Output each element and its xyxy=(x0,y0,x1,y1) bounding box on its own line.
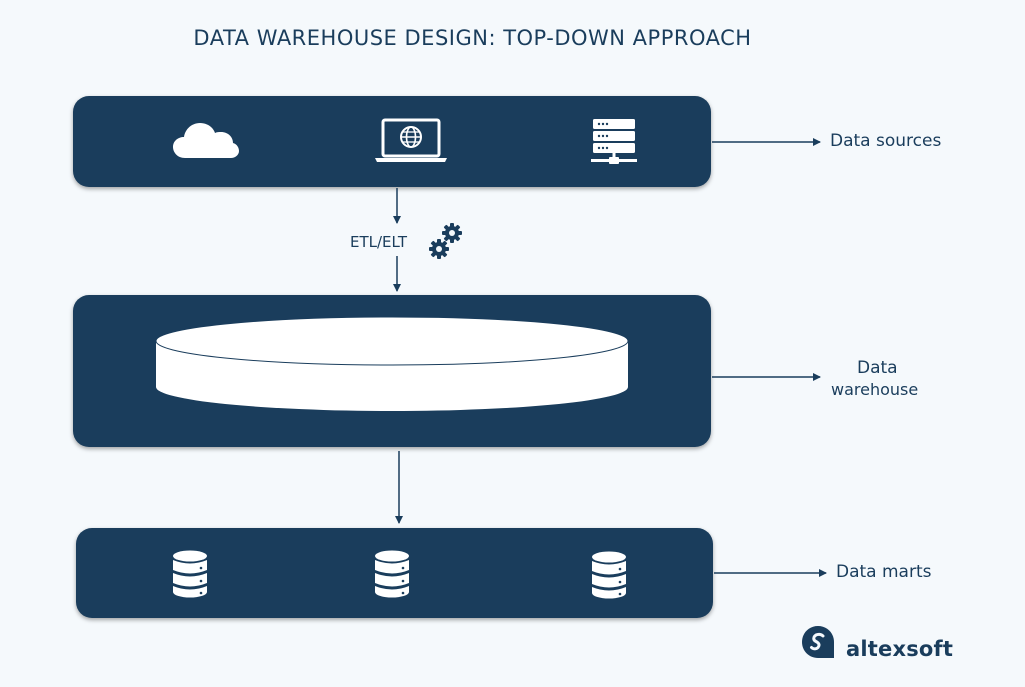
gears-icon xyxy=(429,223,462,259)
cloud-icon xyxy=(173,123,239,158)
altexsoft-logo-icon xyxy=(802,626,834,658)
database-icon xyxy=(173,550,207,598)
brand-name: altexsoft xyxy=(846,637,954,661)
page-title: DATA WAREHOUSE DESIGN: TOP-DOWN APPROACH xyxy=(193,26,752,50)
data-marts-panel xyxy=(76,528,713,618)
data-sources-label: Data sources xyxy=(830,131,942,151)
laptop-globe-icon xyxy=(375,118,447,162)
data-warehouse-panel xyxy=(73,295,711,447)
database-icon xyxy=(592,551,626,599)
data-warehouse-label-line2: warehouse xyxy=(831,380,919,399)
cylinder-icon xyxy=(155,316,629,411)
data-sources-panel xyxy=(73,96,711,187)
data-warehouse-label-line1: Data xyxy=(857,358,898,378)
etl-label: ETL/ELT xyxy=(350,233,407,251)
data-marts-label: Data marts xyxy=(836,562,932,582)
database-icon xyxy=(375,550,409,598)
server-icon xyxy=(591,119,637,164)
